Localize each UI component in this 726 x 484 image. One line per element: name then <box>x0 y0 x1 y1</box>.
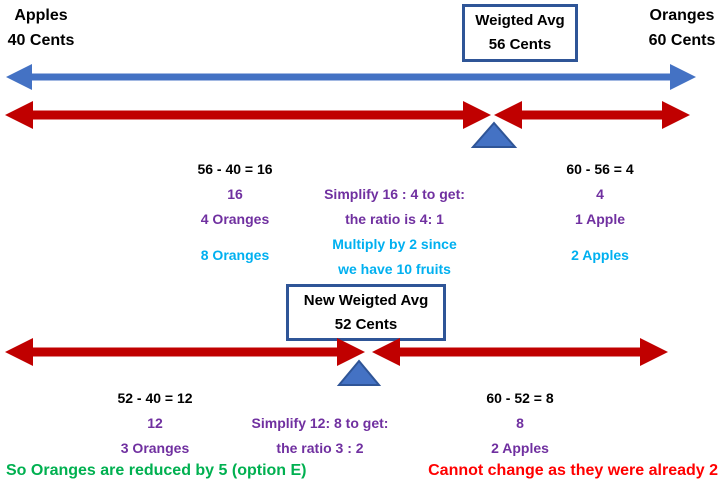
scale1-simplify-line1: Simplify 16 : 4 to get: <box>324 186 465 202</box>
scale1-multiply-line2: we have 10 fruits <box>338 261 451 277</box>
conclusion-apples: Cannot change as they were already 2 <box>428 462 718 479</box>
arrow-shaft <box>396 347 644 357</box>
scale1-left-ratio: 4 Oranges <box>200 211 270 227</box>
scale1-left-scaled: 8 Oranges <box>200 247 270 263</box>
scale1-middle-column: Simplify 16 : 4 to get: the ratio is 4: … <box>302 182 487 282</box>
scale2-right-column: 60 - 52 = 8 8 2 Apples <box>445 386 595 461</box>
scale2-simplify-line2: the ratio 3 : 2 <box>276 440 364 456</box>
scale2-left-ratio: 3 Oranges <box>120 440 190 456</box>
weighted-avg-title: Weigted Avg <box>475 12 565 29</box>
conclusion-oranges: So Oranges are reduced by 5 (option E) <box>6 462 307 479</box>
scale1-right-value: 4 <box>596 186 604 202</box>
price-range-arrow <box>6 64 696 90</box>
arrow-left-icon <box>494 101 522 129</box>
scale1-right-ratio: 1 Apple <box>574 211 626 227</box>
arrow-right-icon <box>670 64 696 90</box>
scale1-left-column: 56 - 40 = 16 16 4 Oranges 8 Oranges <box>160 157 310 268</box>
arrow-shaft <box>518 110 666 120</box>
weighted-avg-value: 56 Cents <box>488 36 552 53</box>
arrow-left-icon <box>5 338 33 366</box>
scale2-right-diff: 60 - 52 = 8 <box>486 390 554 406</box>
new-weighted-avg-box: New Weigted Avg 52 Cents <box>286 284 446 341</box>
arrow-left-icon <box>372 338 400 366</box>
arrow-shaft <box>28 73 674 81</box>
scale1-right-column: 60 - 56 = 4 4 1 Apple 2 Apples <box>515 157 685 268</box>
arrow-shaft <box>29 110 467 120</box>
apples-name: Apples <box>14 7 68 24</box>
scale1-right-diff: 60 - 56 = 4 <box>566 161 634 177</box>
oranges-name: Oranges <box>649 7 715 24</box>
fulcrum-triangle-icon <box>336 359 382 386</box>
arrow-left-icon <box>6 64 32 90</box>
apples-label: Apples 40 Cents <box>2 3 80 53</box>
arrow-right-icon <box>640 338 668 366</box>
scale2-left-value: 12 <box>147 415 163 431</box>
scale2-left-arm-arrow <box>5 338 365 366</box>
scale2-middle-column: Simplify 12: 8 to get: the ratio 3 : 2 <box>240 411 400 461</box>
arrow-right-icon <box>463 101 491 129</box>
scale1-simplify-line2: the ratio is 4: 1 <box>345 211 444 227</box>
scale1-right-arm-arrow <box>494 101 690 129</box>
arrow-right-icon <box>662 101 690 129</box>
scale2-right-value: 8 <box>516 415 524 431</box>
scale2-right-ratio: 2 Apples <box>491 440 549 456</box>
weighted-avg-box: Weigted Avg 56 Cents <box>462 4 578 62</box>
scale1-left-arm-arrow <box>5 101 491 129</box>
scale2-right-arm-arrow <box>372 338 668 366</box>
oranges-label: Oranges 60 Cents <box>644 3 720 53</box>
scale1-multiply-line1: Multiply by 2 since <box>332 236 457 252</box>
arrow-shaft <box>29 347 341 357</box>
scale2-simplify-line1: Simplify 12: 8 to get: <box>251 415 389 431</box>
new-weighted-avg-title: New Weigted Avg <box>303 292 429 309</box>
fulcrum-triangle-icon <box>470 121 518 148</box>
scale2-left-column: 52 - 40 = 12 12 3 Oranges <box>80 386 230 461</box>
arrow-left-icon <box>5 101 33 129</box>
scale1-right-scaled: 2 Apples <box>571 247 629 263</box>
scale1-left-diff: 56 - 40 = 16 <box>197 161 273 177</box>
apples-price: 40 Cents <box>7 32 75 49</box>
oranges-price: 60 Cents <box>648 32 716 49</box>
new-weighted-avg-value: 52 Cents <box>334 316 398 333</box>
scale2-left-diff: 52 - 40 = 12 <box>117 390 193 406</box>
scale1-left-value: 16 <box>227 186 243 202</box>
